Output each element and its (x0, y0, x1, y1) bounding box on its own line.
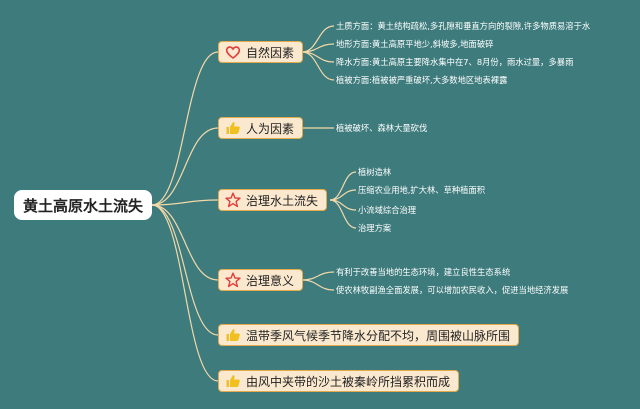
leaf-economy: 使农林牧副渔全面发展，可以增加农民收入，促进当地经济发展 (336, 285, 569, 295)
connector-root-govern (151, 199, 219, 206)
root-title: 黄土高原水土流失 (22, 196, 143, 215)
branch-label: 治理水土流失 (246, 193, 319, 208)
thumbs-up-icon (225, 327, 241, 343)
branch-label: 自然因素 (246, 45, 295, 60)
branch-sand-origin[interactable]: 由风中夹带的沙土被秦岭所挡累积而成 (218, 370, 460, 392)
connector-root-meaning (151, 204, 219, 281)
connector-root-natural (151, 51, 219, 206)
root-topic[interactable]: 黄土高原水土流失 (14, 190, 152, 220)
branch-label: 由风中夹带的沙土被秦岭所挡累积而成 (246, 374, 451, 389)
thumbs-up-icon (225, 120, 241, 136)
leaf-plan: 治理方案 (358, 223, 392, 233)
connector-root-climate (151, 204, 219, 336)
star-icon (225, 272, 241, 288)
leaf-deforestation: 植被破坏、森林大量砍伐 (336, 123, 428, 133)
leaf-soil: 土质方面：黄土结构疏松,多孔隙和垂直方向的裂隙,许多物质易溶于水 (336, 21, 591, 31)
thumbs-up-icon (225, 373, 241, 389)
branch-label: 温带季风气候季节降水分配不均，周围被山脉所围 (246, 328, 511, 343)
branch-governance[interactable]: 治理水土流失 (218, 189, 328, 211)
leaf-watershed: 小流域综合治理 (358, 205, 417, 215)
branch-climate[interactable]: 温带季风气候季节降水分配不均，周围被山脉所围 (218, 324, 520, 346)
star-icon (225, 192, 241, 208)
branch-label: 治理意义 (246, 273, 295, 288)
leaf-rainfall: 降水方面:黄土高原主要降水集中在7、8月份，雨水过量，多暴雨 (336, 57, 574, 67)
connector-root-human (151, 127, 219, 206)
connector-root-sand (151, 204, 219, 382)
branch-natural-factors[interactable]: 自然因素 (218, 41, 304, 63)
branch-label: 人为因素 (246, 121, 295, 136)
leaf-ecology: 有利于改善当地的生态环境，建立良性生态系统 (336, 267, 511, 277)
leaf-afforestation: 植树造林 (358, 167, 392, 177)
heart-icon (225, 44, 241, 60)
leaf-vegetation: 植被方面:植被被严重破坏,大多数地区地表裸露 (336, 75, 508, 85)
branch-significance[interactable]: 治理意义 (218, 269, 304, 291)
leaf-reduce-farmland: 压缩农业用地,扩大林、草种植面积 (358, 185, 486, 195)
branch-human-factors[interactable]: 人为因素 (218, 117, 304, 139)
leaf-terrain: 地形方面:黄土高原平地少,斜坡多,地面破碎 (336, 39, 494, 49)
